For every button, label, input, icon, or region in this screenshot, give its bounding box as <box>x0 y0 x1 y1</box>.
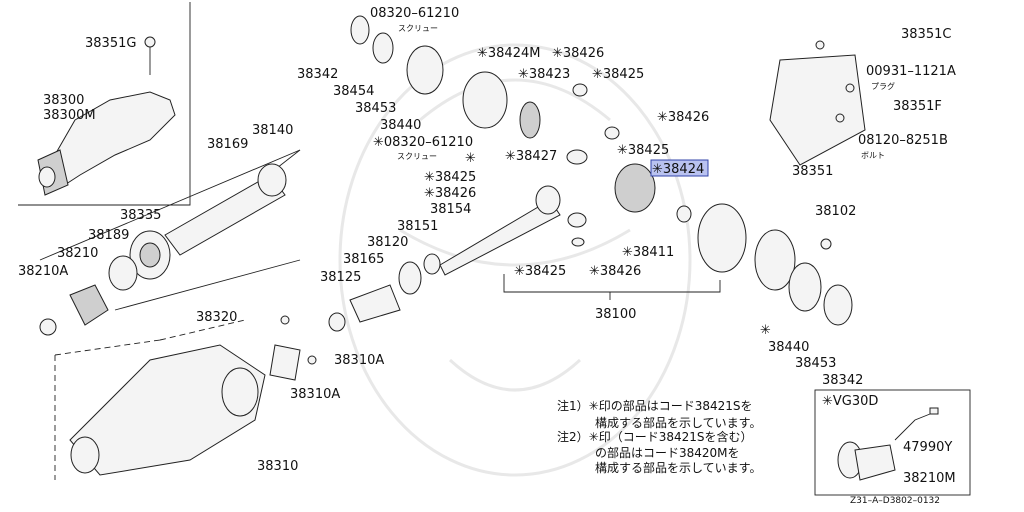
label-38210M: 38210M <box>903 471 956 486</box>
label-38426-d: ✳38426 <box>589 264 641 279</box>
label-38426-b: ✳38426 <box>657 110 709 125</box>
label-38342-bot: 38342 <box>822 373 863 388</box>
label-38426-c: ✳38426 <box>424 186 476 201</box>
label-38351C: 38351C <box>901 27 951 42</box>
label-38102: 38102 <box>815 204 856 219</box>
label-00931-sub: プラグ <box>871 81 895 91</box>
note1-line2: 構成する部品を示しています。 <box>595 415 761 430</box>
note2-line2: の部品はコード38420Mを <box>595 445 740 460</box>
label-38320: 38320 <box>196 310 237 325</box>
label-08320-b: ✳08320–61210 <box>373 135 473 150</box>
label-38453-bot: 38453 <box>795 356 836 371</box>
label-08120: 08120–8251B <box>858 133 948 148</box>
label-38425-b: ✳38425 <box>617 143 669 158</box>
reference-code: Z31–A–D3802–0132 <box>850 496 940 506</box>
label-38424: ✳38424 <box>652 162 704 177</box>
differential-assembly-box <box>18 2 191 206</box>
label-38165: 38165 <box>343 252 384 267</box>
label-38351G: 38351G <box>85 36 136 51</box>
label-38140: 38140 <box>252 123 293 138</box>
note1-line1: 注1）✳印の部品はコード38421Sを <box>557 398 752 413</box>
label-38425-d: ✳38425 <box>514 264 566 279</box>
watermark <box>338 43 692 477</box>
label-08320-a-sub: スクリュー <box>398 24 438 33</box>
label-38440-top: 38440 <box>380 118 421 133</box>
label-38169: 38169 <box>207 137 248 152</box>
gear-group <box>328 15 853 332</box>
star-mark-2: ✳ <box>465 151 476 166</box>
label-38351: 38351 <box>792 164 833 179</box>
label-38424M: ✳38424M <box>477 46 540 61</box>
label-38423: ✳38423 <box>518 67 570 82</box>
label-38154: 38154 <box>430 202 471 217</box>
label-38310A-a: 38310A <box>334 353 384 368</box>
label-38125: 38125 <box>320 270 361 285</box>
label-38310: 38310 <box>257 459 298 474</box>
note2-line3: 構成する部品を示しています。 <box>595 460 761 475</box>
label-08320-b-sub: スクリュー <box>397 152 437 161</box>
notes-block: 注1）✳印の部品はコード38421Sを 構成する部品を示しています。 注2）✳印… <box>557 398 761 475</box>
label-38151: 38151 <box>397 219 438 234</box>
drive-flange-group <box>39 149 301 336</box>
label-38342-top: 38342 <box>297 67 338 82</box>
star-mark-1: ✳ <box>760 323 771 338</box>
label-38189: 38189 <box>88 228 129 243</box>
label-38440-bot: 38440 <box>768 340 809 355</box>
highlight-38424 <box>650 159 709 177</box>
label-38310A-b: 38310A <box>290 387 340 402</box>
label-38300: 38300 <box>43 93 84 108</box>
label-38100: 38100 <box>595 307 636 322</box>
label-38300M: 38300M <box>43 108 96 123</box>
label-38425-c: ✳38425 <box>424 170 476 185</box>
label-38427: ✳38427 <box>505 149 557 164</box>
note2-line1: 注2）✳印（コード38421Sを含む） <box>557 429 752 444</box>
label-38426-a: ✳38426 <box>552 46 604 61</box>
label-08320-a: 08320–61210 <box>370 6 459 21</box>
label-38411: ✳38411 <box>622 245 674 260</box>
label-38425-a: ✳38425 <box>592 67 644 82</box>
label-00931: 00931–1121A <box>866 64 956 79</box>
label-47990Y: 47990Y <box>903 440 952 455</box>
label-08120-sub: ボルト <box>861 151 885 160</box>
part-labels: 38351G 38300 38300M 38140 38169 38335 38… <box>18 6 956 486</box>
label-38454: 38454 <box>333 84 374 99</box>
label-38210A: 38210A <box>18 264 68 279</box>
label-vg30d: ✳VG30D <box>822 394 878 409</box>
label-38335: 38335 <box>120 208 161 223</box>
vg30d-inset <box>814 389 971 496</box>
label-38120: 38120 <box>367 235 408 250</box>
label-38351F: 38351F <box>893 99 942 114</box>
housing-group <box>54 40 866 480</box>
label-38210: 38210 <box>57 246 98 261</box>
label-38453-top: 38453 <box>355 101 396 116</box>
